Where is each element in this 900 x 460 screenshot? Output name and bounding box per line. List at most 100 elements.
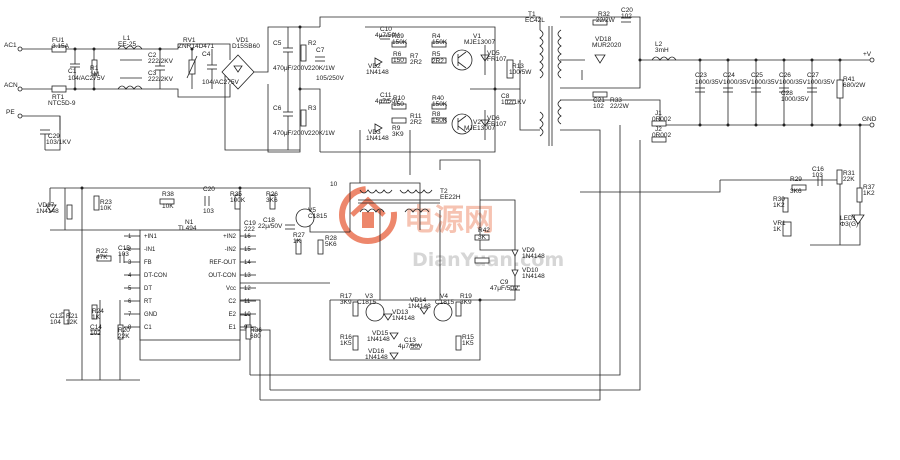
fuse-fu1-icon: [51, 45, 67, 53]
resistor-r42-icon: [474, 234, 490, 241]
label-c2v: 222/2KV: [148, 58, 174, 65]
label-c28v: 1000/35V: [781, 96, 809, 103]
label-r21v: 12K: [66, 319, 78, 326]
resistor-r29-icon: [791, 184, 807, 191]
resistor-r17-icon: [352, 301, 359, 317]
label-c2: C2: [148, 52, 157, 59]
label-led1: LED1: [840, 215, 857, 222]
label-c3v: 222/2KV: [148, 76, 174, 83]
diode-vd15-icon: [389, 332, 399, 340]
diode-vd17-icon: [45, 204, 57, 213]
watermark-cn: 电源网: [404, 203, 494, 238]
label-c18v: 22μ/50V: [258, 223, 283, 230]
label-c21v: 102: [593, 103, 604, 110]
label-c29v: 103/1KV: [46, 139, 72, 146]
label-r24: R24: [92, 308, 104, 315]
ic-pin-number: 10: [244, 312, 251, 318]
terminal-pe-icon: [17, 113, 23, 119]
label-r22v: 47K: [96, 254, 108, 261]
label-c4v: 104/AC275V: [202, 79, 240, 86]
label-c1v: 104/AC275V: [68, 75, 106, 82]
label-r38v: 10K: [162, 203, 174, 210]
ic-pin-name: E1: [229, 325, 237, 331]
label-fu1: FU1: [52, 37, 65, 44]
label-r15v: 1K5: [462, 340, 474, 347]
label-r42v: 3K: [478, 234, 487, 241]
label-c8: C8: [501, 93, 510, 100]
resistor-r13-icon: [506, 59, 514, 79]
label-c25v: 1000/35V: [751, 79, 779, 86]
label-r31v: 22K: [843, 176, 855, 183]
label-c7v: 105/250V: [316, 75, 344, 82]
label-r40: R40: [432, 95, 444, 102]
thermistor-rt1-icon: [51, 85, 67, 93]
label-r41: R41: [843, 76, 855, 83]
label-n1: N1: [185, 219, 194, 226]
label-r35v: 100K: [230, 197, 246, 204]
resistor-r25-icon: [66, 204, 73, 220]
ic-pin-number: 16: [244, 234, 251, 240]
label-c5: C5: [273, 40, 282, 47]
label-v3v: C1815: [357, 299, 377, 306]
label-r1: R1: [90, 65, 99, 72]
label-c29: C29: [48, 133, 60, 140]
label-r28: R28: [325, 235, 337, 242]
label-c20bv: 103: [203, 208, 214, 215]
label-r17: R17: [340, 293, 352, 300]
label-r11: R11: [410, 113, 422, 120]
resistor-r37-icon: [856, 187, 863, 203]
label-n10: 10: [330, 181, 338, 188]
inductor-l1-icon: [117, 45, 143, 50]
diode-vd16-icon: [389, 352, 399, 360]
label-r37: R37: [863, 184, 875, 191]
label-r15: R15: [462, 334, 474, 341]
transformer-t2-icon: [358, 189, 440, 213]
label-v2v: MJE13007: [464, 125, 495, 132]
label-plusv: +V: [863, 51, 872, 58]
resistor-r2-icon: [300, 44, 307, 62]
ic-pin-name: C1: [144, 325, 152, 331]
resistor-r39-icon: [391, 41, 407, 48]
label-t1v: EC42L: [525, 17, 545, 24]
resistor-r6-icon: [391, 57, 407, 64]
label-c13v: 4μ7/50V: [398, 343, 423, 350]
ic-pin-number: 15: [244, 247, 251, 253]
label-r7: R7: [410, 53, 419, 60]
label-c24v: 1000/35V: [723, 79, 751, 86]
label-c16v: 103: [812, 172, 823, 179]
label-r4v: 150K: [432, 39, 448, 46]
label-r36: R36: [250, 327, 262, 334]
label-r19: R19: [460, 293, 472, 300]
label-r17v: 3K9: [340, 299, 352, 306]
label-c9: C9: [500, 279, 509, 286]
ic-pin-name: -IN2: [225, 247, 237, 253]
resistor-r30-icon: [782, 197, 789, 213]
transistor-v3-icon: [365, 302, 385, 322]
label-rv1v: ZNR14D471: [178, 43, 215, 50]
label-r32v: 22/2W: [596, 17, 616, 24]
resistor-r19-icon: [455, 301, 462, 317]
diode-vd10-icon: [511, 269, 519, 277]
label-r9: R9: [392, 125, 401, 132]
label-r3v: 220K/1W: [308, 130, 336, 137]
ic-pin-name: -IN1: [144, 247, 156, 253]
resistor-r1-icon: [91, 59, 98, 75]
label-r36v: 680: [250, 333, 261, 340]
resistor-r22-icon: [96, 255, 112, 262]
label-r4: R4: [432, 33, 441, 40]
resistor-r20-icon: [117, 324, 124, 340]
label-c14v: 102: [90, 330, 101, 337]
label-vd2v: 1N4148: [366, 69, 389, 76]
label-r27: R27: [293, 232, 305, 239]
ic-n1-icon: [139, 229, 241, 341]
label-r40v: 150K: [432, 101, 448, 108]
label-r19v: 3K9: [460, 299, 472, 306]
label-c21: C21: [593, 97, 605, 104]
label-vd9v: 1N4148: [522, 253, 545, 260]
label-vd3v: 1N4148: [366, 135, 389, 142]
label-vd3: VD3: [368, 129, 381, 136]
label-vd10: VD10: [522, 267, 539, 274]
label-vd16v: 1N4148: [365, 354, 388, 361]
label-c6v: 470μF/200V: [273, 130, 309, 137]
label-l2v: 3mH: [655, 47, 669, 54]
